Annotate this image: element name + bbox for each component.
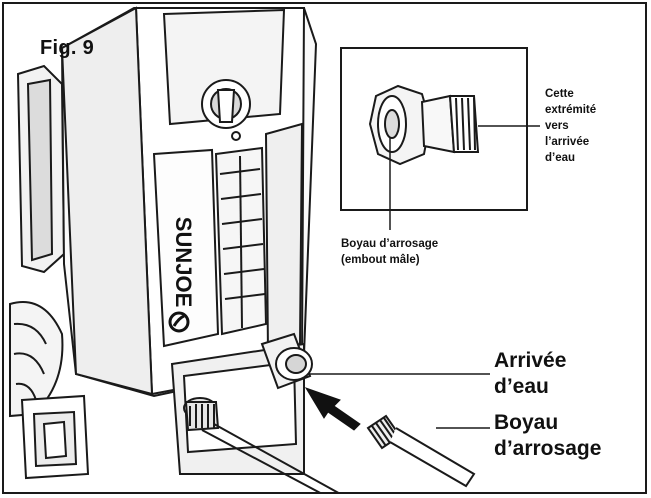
- figure-frame: SUNJOE: [2, 2, 647, 494]
- high-pressure-hose: [213, 423, 339, 492]
- callout-water-inlet-line: Arrivée: [494, 349, 567, 372]
- outlet-fitting: [183, 397, 220, 432]
- brand-emblem: [168, 311, 190, 333]
- callout-garden-hose-line: Boyau: [494, 411, 559, 434]
- inset-end-note-line: d’eau: [545, 152, 576, 164]
- inset-end-note-line: extrémité: [545, 104, 597, 116]
- hose-holder: [20, 394, 90, 480]
- callout-garden-hose: Boyau d’arrosage: [494, 410, 601, 462]
- brand-logo-text: SUNJOE: [171, 217, 196, 307]
- water-inlet-fitting: [260, 332, 313, 390]
- garden-hose: [366, 414, 476, 488]
- direction-arrow: [304, 387, 361, 431]
- wheel: [9, 301, 64, 418]
- inset-hose-note: Boyau d’arrosage (embout mâle): [341, 236, 438, 268]
- hose-coupling-detail: [368, 84, 480, 166]
- inset-hose-note-line: (embout mâle): [341, 254, 420, 266]
- inset-end-note-line: Cette: [545, 88, 574, 100]
- inset-end-note-line: vers: [545, 120, 569, 132]
- inset-hose-note-line: Boyau d’arrosage: [341, 238, 439, 250]
- figure-label: Fig. 9: [40, 37, 95, 59]
- callout-garden-hose-line: d’arrosage: [494, 437, 602, 460]
- pressure-washer-body: [16, 6, 318, 475]
- callout-water-inlet-line: d’eau: [494, 375, 549, 398]
- inset-end-note: Cette extrémité vers l’arrivée d’eau: [545, 86, 596, 166]
- callout-water-inlet: Arrivée d’eau: [494, 348, 566, 400]
- inset-end-note-line: l’arrivée: [545, 136, 590, 148]
- pressure-washer-illustration: SUNJOE: [9, 6, 540, 492]
